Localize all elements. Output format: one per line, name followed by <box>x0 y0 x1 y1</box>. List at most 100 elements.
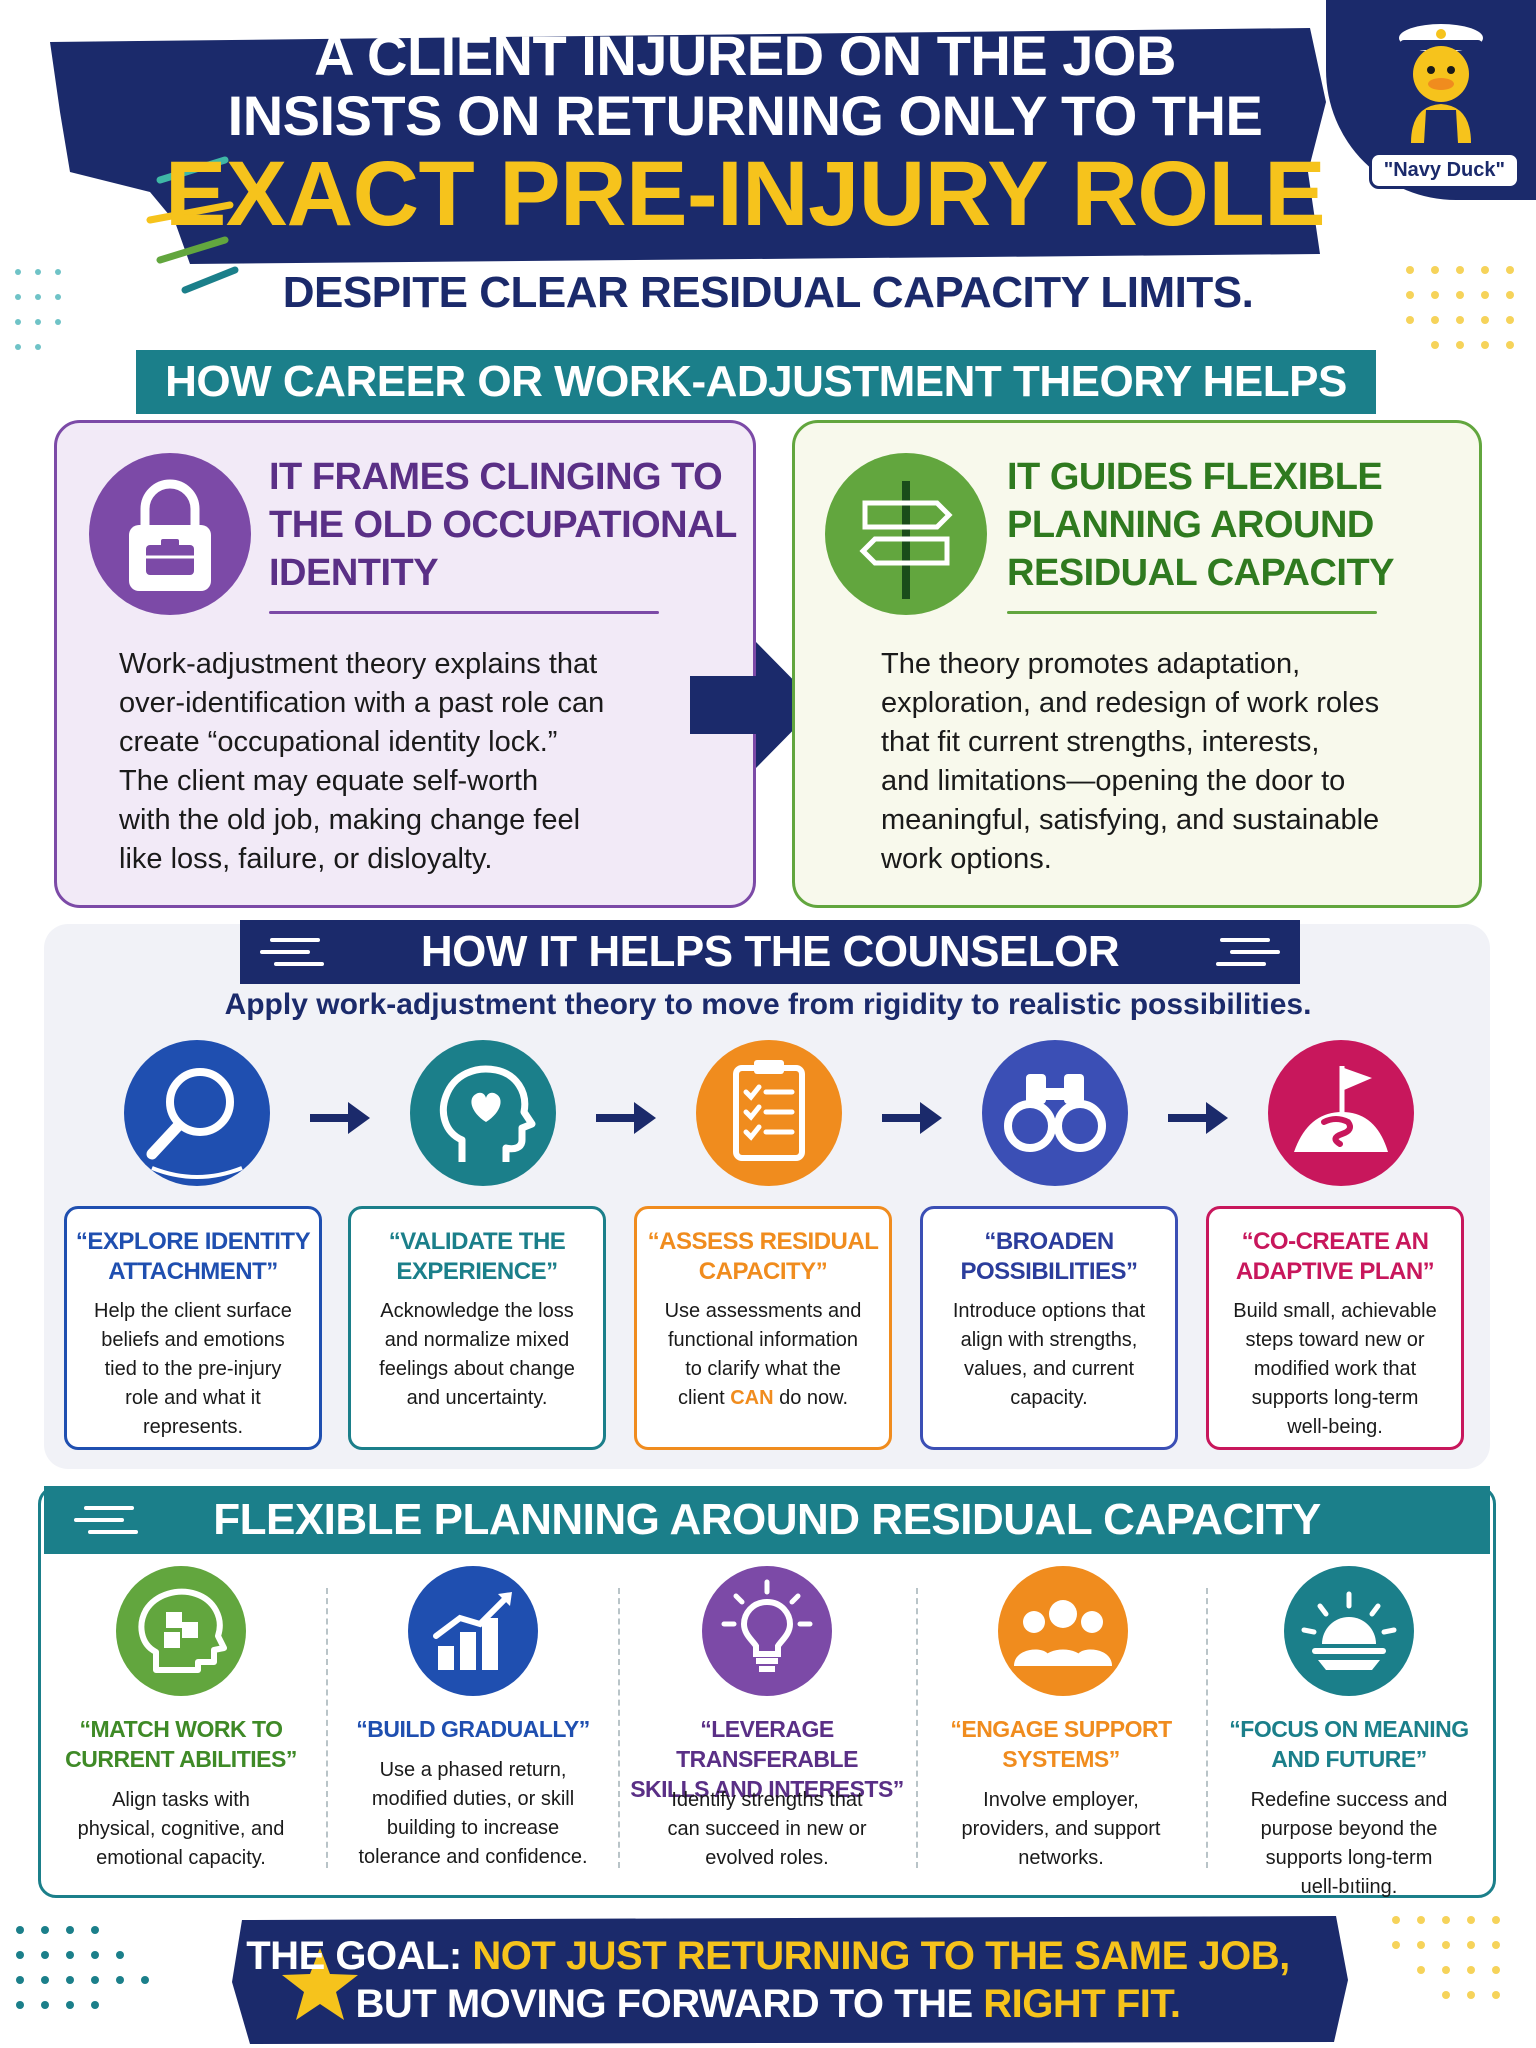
step-1-body-1: Help the client surface <box>94 1300 292 1322</box>
logo-badge: "Navy Duck" <box>1326 0 1536 200</box>
step-3-body-2: functional information <box>667 1329 859 1351</box>
step-1-body-5: represents. <box>142 1416 244 1438</box>
footer-line-1: THE GOAL: NOT JUST RETURNING TO THE SAME… <box>0 1936 1536 1976</box>
duck-captain-icon <box>1399 24 1483 143</box>
step-4-body-2: align with strengths, <box>960 1329 1138 1351</box>
flex-1-icon-circle <box>116 1566 246 1696</box>
flex-4-body-1: Involve employer, <box>983 1789 1139 1811</box>
card-right-underline <box>1007 611 1377 614</box>
card-left-body-4: The client may equate self-worth <box>119 765 539 797</box>
sunrise-icon <box>1301 1591 1397 1670</box>
section-banner-theory: HOW CAREER OR WORK-ADJUSTMENT THEORY HEL… <box>136 350 1376 414</box>
footer-goal-highlight: NOT JUST RETURNING TO THE SAME JOB, <box>472 1934 1290 1978</box>
clipboard-checklist-icon <box>733 1060 805 1161</box>
footer-line-2: BUT MOVING FORWARD TO THE RIGHT FIT. <box>0 1984 1536 2024</box>
flex-3-body-3: evolved roles. <box>705 1847 829 1869</box>
card-left-title-1: IT FRAMES CLINGING TO <box>269 456 723 498</box>
card-left-body-1: Work-adjustment theory explains that <box>119 648 598 680</box>
binoculars-icon <box>1004 1074 1106 1152</box>
step-2-body-4: and uncertainty. <box>406 1387 548 1409</box>
step-5-title-2: ADAPTIVE PLAN” <box>1235 1258 1435 1285</box>
flex-2-title-1: “BUILD GRADUALLY” <box>356 1716 590 1742</box>
step-4-title-1: “BROADEN <box>984 1228 1114 1255</box>
flex-5-icon-circle <box>1284 1566 1414 1696</box>
right-arrow-icon <box>690 642 818 768</box>
step-3-body-4: client CAN do now. <box>647 1384 879 1413</box>
flex-5-body-3: supports long-term <box>1265 1847 1433 1869</box>
step-5-body-2: steps toward new or <box>1245 1329 1425 1351</box>
footer-right-fit: RIGHT FIT. <box>983 1982 1181 2026</box>
card-left-body-2: over-identification with a past role can <box>119 687 605 719</box>
star-icon <box>282 1948 358 2020</box>
step-card-validate: “VALIDATE THE EXPERIENCE” Acknowledge th… <box>348 1206 606 1450</box>
flex-2-body-3: building to increase <box>386 1817 560 1839</box>
card-flexible-planning: IT GUIDES FLEXIBLE PLANNING AROUND RESID… <box>792 420 1482 908</box>
step-1-body-2: beliefs and emotions <box>101 1329 285 1351</box>
headline-highlight: EXACT PRE-INJURY ROLE <box>164 143 1326 245</box>
flex-3-title-1: “LEVERAGE TRANSFERABLE <box>676 1716 858 1772</box>
spark-lines-icon <box>146 156 239 294</box>
card-right-title-1: IT GUIDES FLEXIBLE <box>1007 456 1383 498</box>
divider-1 <box>326 1588 328 1868</box>
flex-2-body-2: modified duties, or skill <box>371 1788 575 1810</box>
step-3-body-3: to clarify what the <box>685 1358 841 1380</box>
counselor-subtitle: Apply work-adjustment theory to move fro… <box>224 988 1312 1021</box>
card-left-body-5: with the old job, making change feel <box>119 804 581 836</box>
step-3-icon-circle <box>696 1040 842 1186</box>
decor-dots-left <box>15 269 61 350</box>
card-right-body-3: that fit current strengths, interests, <box>881 726 1320 758</box>
flex-4-body-2: providers, and support <box>961 1818 1161 1840</box>
logo-label: "Navy Duck" <box>1368 152 1520 189</box>
step-5-body-1: Build small, achievable <box>1233 1300 1437 1322</box>
signpost-icon <box>859 481 953 599</box>
card-left-icon-circle <box>89 453 251 615</box>
card-identity-lock: IT FRAMES CLINGING TO THE OLD OCCUPATION… <box>54 420 756 908</box>
step-2-body-2: and normalize mixed <box>384 1329 570 1351</box>
decor-dots-bottom-left <box>16 1926 149 2009</box>
flex-3-title-2: SKILLS AND INTERESTS” <box>630 1776 904 1802</box>
step-4-body-4: capacity. <box>1010 1387 1088 1409</box>
flex-3-body-2: can succeed in new or <box>667 1818 867 1840</box>
magnifier-icon <box>146 1068 243 1179</box>
headline-line-1: A CLIENT INJURED ON THE JOB <box>314 24 1176 87</box>
flexible-banner-label: FLEXIBLE PLANNING AROUND RESIDUAL CAPACI… <box>213 1495 1321 1544</box>
header-banner <box>40 22 1330 267</box>
lock-briefcase-icon <box>129 479 211 591</box>
card-left-body-3: create “occupational identity lock.” <box>119 726 558 758</box>
flex-5-body-4: uell-bıtiing. <box>1300 1876 1398 1898</box>
flex-4-title-2: SYSTEMS” <box>1002 1746 1120 1772</box>
step-1-icon-circle <box>124 1040 270 1186</box>
step-3-body-4-pre: client <box>677 1387 731 1409</box>
flag-hill-icon <box>1294 1066 1388 1152</box>
step-3-title-2: CAPACITY” <box>698 1258 828 1285</box>
flex-2-body-4: tolerance and confidence. <box>358 1846 588 1868</box>
flex-3-icon-circle <box>702 1566 832 1696</box>
flex-4-title-1: “ENGAGE SUPPORT <box>950 1716 1172 1742</box>
step-card-broaden: “BROADEN POSSIBILITIES” Introduce option… <box>920 1206 1178 1450</box>
card-right-body-1: The theory promotes adaptation, <box>881 648 1301 680</box>
card-left-title-3: IDENTITY <box>269 552 439 594</box>
flex-2-body-1: Use a phased return, <box>379 1759 567 1781</box>
flex-1-body-1: Align tasks with <box>112 1789 250 1811</box>
puzzle-head-icon <box>138 1588 227 1673</box>
card-right-body-5: meaningful, satisfying, and sustainable <box>881 804 1380 836</box>
step-card-explore: “EXPLORE IDENTITY ATTACHMENT” Help the c… <box>64 1206 322 1450</box>
headline-subtitle: DESPITE CLEAR RESIDUAL CAPACITY LIMITS. <box>282 268 1254 317</box>
card-right-body-6: work options. <box>881 843 1052 875</box>
decor-dots-right <box>1406 266 1514 349</box>
step-card-cocreate: “CO-CREATE AN ADAPTIVE PLAN” Build small… <box>1206 1206 1464 1450</box>
divider-3 <box>916 1588 918 1868</box>
step-1-title-2: ATTACHMENT” <box>108 1258 278 1285</box>
card-right-title-2: PLANNING AROUND <box>1007 504 1374 546</box>
decor-dots-bottom-right <box>1392 1916 1500 1999</box>
card-right-body-2: exploration, and redesign of work roles <box>881 687 1380 719</box>
flex-1-body-3: emotional capacity. <box>96 1847 266 1869</box>
step-5-body-4: supports long-term <box>1251 1387 1419 1409</box>
step-arrow-icon-4 <box>1168 1102 1228 1134</box>
card-right-body-4: and limitations—opening the door to <box>881 765 1346 797</box>
step-2-title-1: “VALIDATE THE <box>388 1228 566 1255</box>
card-right-icon-circle <box>825 453 987 615</box>
lightbulb-icon <box>721 1579 813 1672</box>
divider-2 <box>618 1588 620 1868</box>
flex-5-title-1: “FOCUS ON MEANING <box>1229 1716 1469 1742</box>
